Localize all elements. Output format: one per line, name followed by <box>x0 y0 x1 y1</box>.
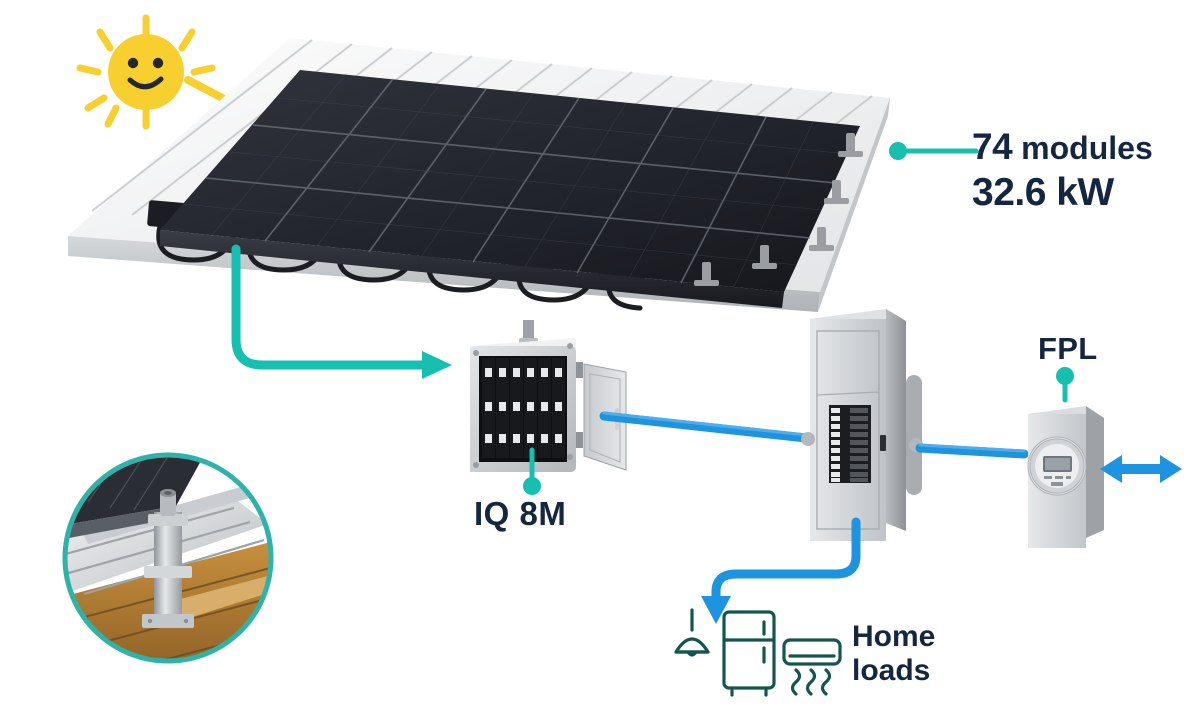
conduit-nipple <box>523 320 534 342</box>
sun-icon <box>76 14 244 130</box>
array-callout-leader <box>889 142 979 160</box>
flow-panel-to-loads <box>701 517 861 624</box>
combiner-callout-leader <box>523 447 541 495</box>
home-loads-line2: loads <box>852 653 931 687</box>
pv-modules <box>160 70 860 308</box>
panel-latch <box>880 435 886 451</box>
combiner-label: IQ 8M <box>474 495 567 532</box>
home-loads-icons <box>674 608 842 697</box>
flow-meter-to-grid <box>1100 455 1182 483</box>
modules-count: 74 <box>972 126 1013 167</box>
pendant-lamp-icon <box>674 608 710 657</box>
flow-panel-to-meter <box>915 443 1029 459</box>
main-service-panel[interactable] <box>792 305 952 575</box>
refrigerator-icon <box>722 610 776 697</box>
enclosure-screws <box>473 343 573 468</box>
flow-combiner-to-panel <box>599 411 811 443</box>
standoff-post <box>142 489 194 628</box>
roof-mount-inset <box>62 452 274 664</box>
utility-meter-fpl[interactable] <box>1010 396 1130 556</box>
solar-array <box>68 38 890 312</box>
mount-standoffs <box>694 133 863 286</box>
home-loads-label: Home loads <box>852 620 935 688</box>
air-conditioner-icon <box>782 638 842 696</box>
modules-word: modules <box>1021 130 1153 166</box>
panel-side-raceway <box>906 375 922 495</box>
array-power-text: 32.6 kW <box>972 171 1114 214</box>
inset-ring <box>62 452 274 664</box>
flow-array-to-combiner <box>231 244 452 379</box>
breaker-array <box>482 358 565 458</box>
meter-label: FPL <box>1038 331 1098 366</box>
home-loads-line1: Home <box>852 620 936 653</box>
meter-callout-leader <box>1056 367 1074 403</box>
panel-breakers <box>831 408 840 482</box>
